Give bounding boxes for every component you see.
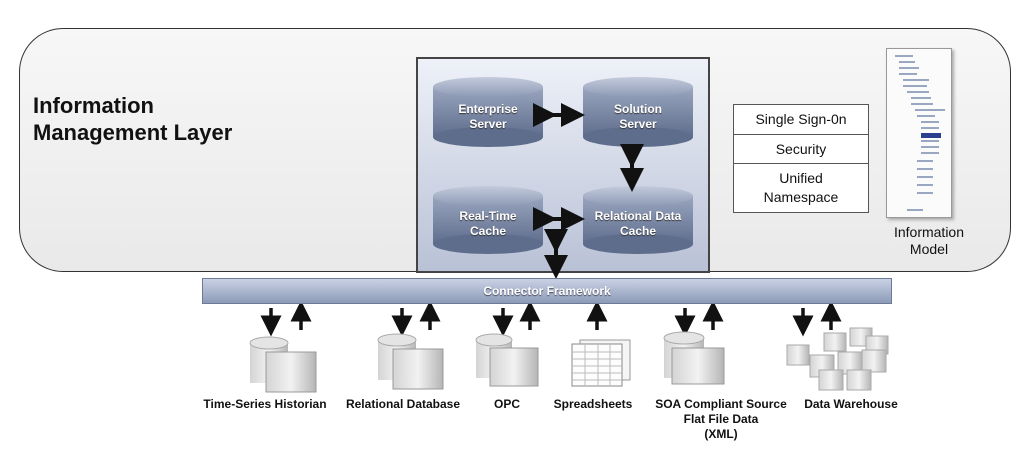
relational-cache-label-line2: Cache bbox=[619, 224, 657, 238]
solution-server-label-line2: Server bbox=[619, 117, 657, 131]
security-cell: Security bbox=[734, 135, 868, 164]
time-series-historian-label: Time-Series Historian bbox=[203, 397, 327, 411]
solution-server-label-line1: Solution bbox=[614, 102, 662, 116]
layer-title: Information Management Layer bbox=[33, 92, 232, 146]
soa-database-icon bbox=[663, 331, 725, 385]
relational-data-cache-cylinder bbox=[583, 186, 693, 254]
enterprise-server-label-line1: Enterprise bbox=[458, 102, 518, 116]
single-sign-on-cell: Single Sign-0n bbox=[734, 105, 868, 135]
opc-database-icon bbox=[475, 333, 539, 387]
unified-namespace-cell: Unified Namespace bbox=[763, 170, 839, 205]
relational-database-icon bbox=[377, 333, 444, 390]
realtime-cache-cylinder bbox=[433, 186, 543, 254]
connector-framework-bar: Connector Framework bbox=[202, 278, 892, 304]
data-warehouse-label: Data Warehouse bbox=[804, 397, 898, 411]
services-table: Single Sign-0n Security Unified Namespac… bbox=[733, 104, 869, 213]
layer-title-line2: Management Layer bbox=[33, 120, 233, 145]
relational-cache-label-line1: Relational Data bbox=[594, 209, 682, 223]
realtime-cache-label: Real-Time Cache bbox=[433, 209, 543, 239]
data-warehouse-icon bbox=[786, 327, 889, 391]
server-arrows bbox=[533, 103, 644, 279]
solution-server-label: Solution Server bbox=[583, 102, 693, 132]
information-model-label: Information Model bbox=[893, 224, 965, 257]
spreadsheets-label: Spreadsheets bbox=[553, 397, 633, 411]
relational-data-cache-label: Relational Data Cache bbox=[583, 209, 693, 239]
historian-database-icon bbox=[249, 336, 317, 393]
enterprise-server-cylinder bbox=[433, 77, 543, 147]
source-arrows bbox=[260, 300, 842, 337]
layer-title-line1: Information bbox=[33, 93, 154, 118]
enterprise-server-label-line2: Server bbox=[469, 117, 507, 131]
relational-database-label: Relational Database bbox=[345, 397, 461, 411]
realtime-cache-label-line1: Real-Time bbox=[459, 209, 517, 223]
solution-server-cylinder bbox=[583, 77, 693, 147]
realtime-cache-label-line2: Cache bbox=[469, 224, 507, 238]
information-model-tree-thumbnail bbox=[886, 48, 952, 218]
spreadsheets-icon bbox=[571, 339, 631, 387]
opc-label: OPC bbox=[493, 397, 520, 411]
enterprise-server-label: Enterprise Server bbox=[433, 102, 543, 132]
soa-compliant-source-label: SOA Compliant Source Flat File Data (XML… bbox=[655, 397, 787, 441]
